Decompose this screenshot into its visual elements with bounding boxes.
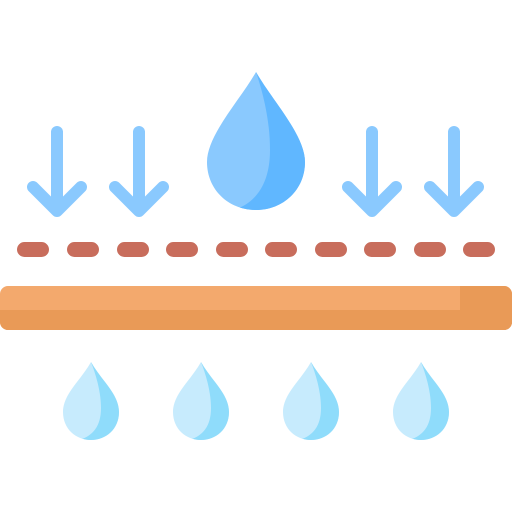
dashed-line-segment xyxy=(414,242,446,257)
dashed-line xyxy=(17,242,495,257)
dashed-line-segment xyxy=(67,242,99,257)
water-drop-icon xyxy=(207,72,305,210)
small-water-drop-icon xyxy=(393,362,449,440)
arrow-down-icon xyxy=(424,126,484,217)
dashed-line-segment xyxy=(364,242,396,257)
dashed-line-segment xyxy=(166,242,198,257)
small-drops-group xyxy=(63,362,449,440)
dashed-line-segment xyxy=(315,242,347,257)
dashed-line-segment xyxy=(463,242,495,257)
dashed-line-segment xyxy=(265,242,297,257)
small-water-drop-icon xyxy=(173,362,229,440)
dashed-line-segment xyxy=(117,242,149,257)
arrow-down-icon xyxy=(342,126,402,217)
membrane-bar xyxy=(0,286,512,330)
small-water-drop-icon xyxy=(63,362,119,440)
arrow-down-icon xyxy=(109,126,169,217)
small-water-drop-icon xyxy=(283,362,339,440)
dashed-line-segment xyxy=(216,242,248,257)
arrows-group xyxy=(27,126,484,217)
arrow-down-icon xyxy=(27,126,87,217)
dashed-line-segment xyxy=(17,242,49,257)
